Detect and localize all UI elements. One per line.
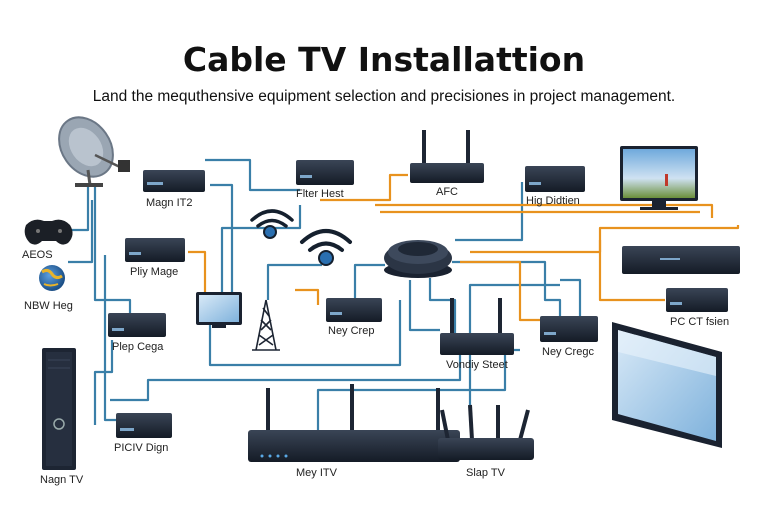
cable-hub-right xyxy=(452,260,562,318)
label-box-hest: Flter Hest xyxy=(296,188,344,200)
box-hest-icon xyxy=(296,160,354,185)
central-hub-icon xyxy=(384,240,452,278)
tower-pc-icon xyxy=(42,348,76,470)
box-crep-icon xyxy=(326,298,382,322)
label-box-dign: PICIV Dign xyxy=(114,442,169,454)
monitor-icon xyxy=(196,292,242,328)
cable-itv-up xyxy=(316,350,507,430)
wifi-icon-small xyxy=(250,209,294,239)
box-dign-icon xyxy=(116,413,172,438)
label-router-slap: Slap TV xyxy=(466,467,505,479)
cell-tower-icon xyxy=(252,299,280,351)
tv-large-icon xyxy=(612,322,722,448)
box-flat-icon xyxy=(622,246,740,274)
label-box-crep: Ney Crep xyxy=(328,325,375,337)
label-tower-pc: Nagn TV xyxy=(40,474,84,486)
cable-slap-up xyxy=(468,283,560,415)
router-itv-icon xyxy=(248,384,460,462)
wifi-icon-large xyxy=(300,229,352,266)
cable-hub-router xyxy=(428,278,457,340)
cable-t2-monitor xyxy=(210,183,234,295)
box-hig-icon xyxy=(525,166,585,192)
box-pcct-icon xyxy=(666,288,728,312)
page-title: Cable TV Installattion xyxy=(182,40,586,79)
router-slap-icon xyxy=(438,404,534,460)
label-box-hig: Hig Didtien xyxy=(526,195,580,207)
label-box-pcct: PC CT fsien xyxy=(670,316,730,328)
orange-cables xyxy=(188,173,740,322)
satellite-dish-icon xyxy=(58,116,130,187)
page-subtitle: Land the mequthensive equipment selectio… xyxy=(92,88,676,105)
label-gamepad: AEOS xyxy=(22,249,53,261)
label-box-oege: Ney Cregc xyxy=(542,346,594,358)
gamepad-icon xyxy=(24,219,73,245)
cable-hub-mid xyxy=(408,280,440,332)
label-globe: NBW Heg xyxy=(24,300,73,312)
blue-cables xyxy=(62,158,582,430)
cable-orange-hest xyxy=(320,173,408,202)
cable-dish-box xyxy=(93,185,132,315)
cable-orange-pcct xyxy=(598,240,665,302)
box-play-icon xyxy=(125,238,185,262)
cable-box-dign xyxy=(103,255,120,422)
cable-orange-hub-oege xyxy=(460,260,540,322)
label-box-play: Pliy Mage xyxy=(130,266,179,278)
globe-icon xyxy=(39,265,65,291)
label-router-steet: Vondiy Steet xyxy=(446,359,508,371)
cable-hub-crep xyxy=(353,263,385,300)
label-router-afc: AFC xyxy=(436,186,458,198)
tv-landscape-icon xyxy=(620,146,698,210)
router-afc-icon xyxy=(410,130,484,183)
router-steet-icon xyxy=(440,298,514,355)
cable-low-left xyxy=(110,348,520,402)
label-box-ege: Plep Cega xyxy=(112,341,164,353)
cable-orange-long1 xyxy=(375,203,714,218)
cable-orange-play xyxy=(188,250,207,292)
cable-orange-hub-right xyxy=(470,225,740,254)
cable-monitor-down xyxy=(208,300,402,367)
cable-orange-crep xyxy=(295,288,320,305)
cable-dish-globe xyxy=(68,200,94,264)
cable-hig-hub xyxy=(455,182,524,242)
cable-wifi-tower xyxy=(266,263,322,300)
label-box-t2: Magn IT2 xyxy=(146,197,193,209)
cable-hest-left xyxy=(205,158,300,192)
label-router-itv: Mey ITV xyxy=(296,467,337,479)
box-ege-icon xyxy=(108,313,166,337)
cable-hest-down xyxy=(220,205,302,300)
cable-ege-down xyxy=(93,340,114,425)
box-oege-icon xyxy=(540,316,598,342)
box-t2-icon xyxy=(143,170,205,192)
